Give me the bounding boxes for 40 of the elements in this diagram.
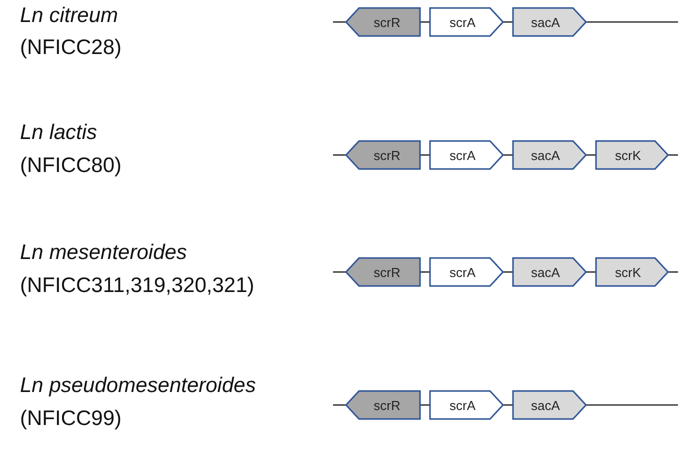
- gene-name: sacA: [531, 264, 560, 280]
- gene-name: scrA: [450, 398, 476, 412]
- species-name: Ln lactis: [20, 121, 98, 145]
- strain-id: (NFICC28): [20, 36, 122, 60]
- connector-line: [333, 154, 346, 156]
- strain-id: (NFICC99): [20, 407, 122, 431]
- connector-line: [586, 154, 596, 156]
- gene-name: sacA: [531, 148, 560, 162]
- connector-line: [503, 21, 513, 23]
- species-name: Ln citreum: [20, 4, 118, 28]
- connector-line: [586, 21, 678, 23]
- gene-name: scrA: [450, 14, 476, 30]
- strain-id: (NFICC80): [20, 154, 122, 178]
- connector-line: [420, 404, 430, 406]
- connector-line: [586, 404, 678, 406]
- gene-name: scrA: [450, 148, 476, 162]
- gene-name: sacA: [531, 14, 560, 30]
- connector-line: [503, 154, 513, 156]
- species-name: Ln pseudomesenteroides: [20, 374, 256, 398]
- connector-line: [420, 154, 430, 156]
- connector-line: [333, 21, 346, 23]
- connector-line: [420, 271, 430, 273]
- connector-line: [420, 21, 430, 23]
- species-name: Ln mesenteroides: [20, 241, 187, 265]
- strain-id: (NFICC311,319,320,321): [20, 274, 254, 298]
- connector-line: [668, 271, 678, 273]
- gene-name: scrA: [450, 264, 476, 280]
- gene-name: scrR: [374, 398, 400, 412]
- gene-name: scrR: [374, 14, 400, 30]
- gene-name: sacA: [531, 398, 560, 412]
- connector-line: [503, 271, 513, 273]
- connector-line: [503, 404, 513, 406]
- connector-line: [333, 404, 346, 406]
- connector-line: [586, 271, 596, 273]
- gene-name: scrK: [615, 264, 641, 280]
- connector-line: [333, 271, 346, 273]
- gene-name: scrR: [374, 148, 400, 162]
- connector-line: [668, 154, 678, 156]
- gene-name: scrK: [615, 148, 641, 162]
- gene-name: scrR: [374, 264, 400, 280]
